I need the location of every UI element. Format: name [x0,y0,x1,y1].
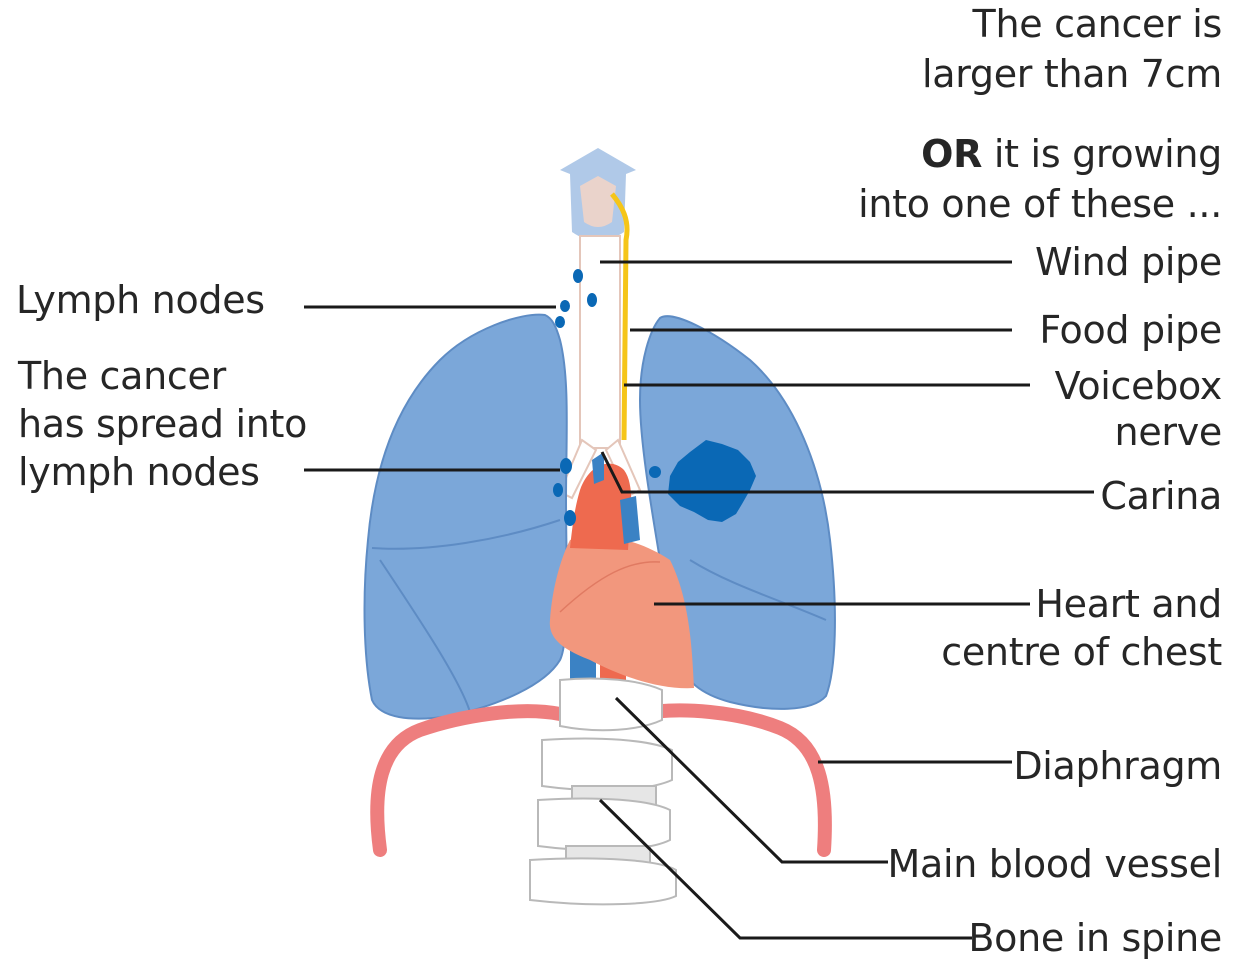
label-bone-in-spine: Bone in spine [968,914,1222,962]
header-line-2: larger than 7cm [922,50,1222,98]
header-line-3: OR it is growing [921,130,1222,178]
or-word: OR [921,132,982,176]
label-spread-line-3: lymph nodes [18,448,260,496]
label-spread-line-1: The cancer [18,352,226,400]
label-heart-line-1: Heart and [1035,580,1222,628]
pulmonary-vessel-right [592,452,604,484]
header-line-4: into one of these ... [858,180,1222,228]
label-voicebox-line-2: nerve [1115,408,1222,456]
label-wind-pipe: Wind pipe [1035,238,1222,286]
wind-pipe [580,236,620,448]
label-main-blood-vessel: Main blood vessel [888,840,1222,888]
or-rest: it is growing [982,132,1222,176]
label-carina: Carina [1100,472,1222,520]
header-line-1: The cancer is [973,0,1222,48]
right-lung [365,315,567,719]
label-heart-line-2: centre of chest [941,628,1222,676]
label-food-pipe: Food pipe [1039,306,1222,354]
label-spread-line-2: has spread into [18,400,307,448]
label-lymph-nodes: Lymph nodes [16,276,265,324]
tumour-satellite-node [649,466,661,478]
label-diaphragm: Diaphragm [1013,742,1222,790]
label-voicebox-line-1: Voicebox [1055,362,1222,410]
